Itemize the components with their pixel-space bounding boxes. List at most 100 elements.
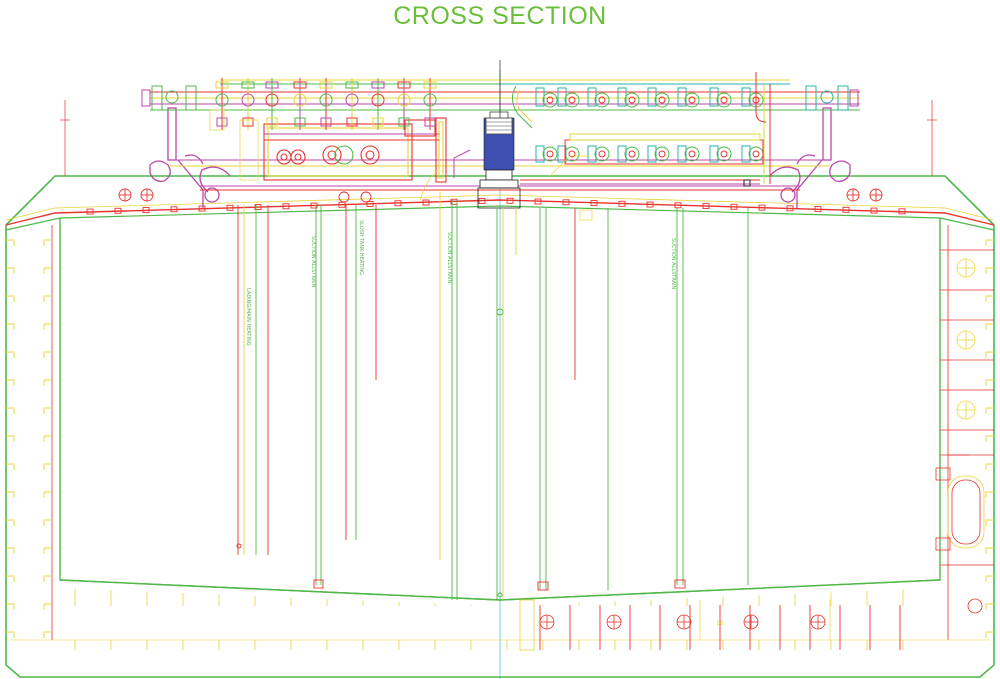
valve-icon	[684, 146, 700, 162]
valve-icon	[624, 92, 640, 108]
side-frame	[6, 351, 15, 358]
flange-icon	[741, 145, 751, 163]
left-valve-stacks	[215, 78, 437, 130]
side-frame	[6, 323, 15, 330]
flange-icon	[646, 201, 654, 208]
side-frame	[43, 239, 52, 246]
valve-icon	[290, 149, 306, 165]
valve-icon	[397, 93, 411, 107]
side-frame	[43, 323, 52, 330]
flange-icon	[617, 87, 627, 107]
flange-icon	[535, 145, 545, 163]
flange-icon	[534, 198, 542, 205]
valve-icon	[594, 92, 610, 108]
flange-icon	[709, 87, 719, 107]
side-frames	[6, 239, 994, 638]
flange-icon	[310, 202, 318, 209]
side-frame	[43, 351, 52, 358]
flange-icon	[677, 145, 687, 163]
side-frame	[6, 407, 15, 414]
flange-icon	[702, 203, 710, 210]
flange-icon	[170, 206, 178, 213]
flange-icon	[215, 81, 229, 89]
valve-icon	[568, 150, 576, 158]
valve-icon	[345, 93, 359, 107]
flange-icon	[741, 87, 751, 107]
flange-icon	[590, 200, 598, 206]
double-bottom	[59, 579, 941, 601]
flange-icon	[265, 81, 279, 89]
manhole-icon	[676, 614, 692, 630]
flange-icon	[587, 145, 597, 163]
valve-icon	[720, 150, 728, 158]
valve-icon	[688, 96, 696, 104]
flange-icon	[557, 145, 567, 163]
right-side-tanks	[935, 249, 994, 614]
valve-icon	[546, 96, 554, 104]
pipe-rack-supports	[149, 107, 851, 208]
side-frame	[985, 435, 994, 442]
flange-icon	[216, 117, 228, 127]
side-frame	[6, 463, 15, 470]
valve-icon	[658, 96, 666, 104]
manhole-icon	[956, 400, 976, 420]
flange-icon	[294, 117, 306, 127]
flange-icon	[293, 81, 307, 89]
flange-icon	[647, 145, 657, 163]
side-frame	[43, 547, 52, 554]
side-frame	[6, 603, 15, 610]
valve-icon	[265, 93, 279, 107]
side-frame	[6, 239, 15, 246]
pipe-label: SUCTION ALLSTRAIN	[670, 238, 676, 290]
side-frame	[985, 547, 994, 554]
side-frame	[43, 631, 52, 638]
right-valve-row-bottom	[535, 145, 764, 163]
flange-icon	[346, 117, 358, 127]
side-frame	[43, 463, 52, 470]
flange-icon	[562, 199, 570, 206]
tank-down-pipes	[236, 190, 749, 600]
flange-icon	[345, 81, 359, 89]
side-frame	[43, 295, 52, 302]
valve-icon	[564, 92, 580, 108]
flange-icon	[338, 201, 346, 208]
flange-icon	[535, 87, 545, 107]
side-frame	[985, 575, 994, 582]
flange-icon	[842, 206, 850, 213]
side-frame	[985, 603, 994, 610]
side-frame	[6, 295, 15, 302]
side-frame	[43, 435, 52, 442]
deck-line	[5, 194, 995, 231]
valve-icon	[276, 149, 292, 165]
flange-icon	[198, 205, 206, 212]
side-frame	[6, 491, 15, 498]
side-frame	[985, 407, 994, 414]
valve-icon	[720, 96, 728, 104]
side-frame	[43, 407, 52, 414]
flange-icon	[394, 200, 402, 207]
side-frame	[6, 519, 15, 526]
valve-icon	[215, 93, 229, 107]
side-frame	[43, 575, 52, 582]
side-frame	[985, 351, 994, 358]
right-valve-row-top	[535, 87, 764, 108]
side-frame	[6, 435, 15, 442]
manhole-icon	[810, 614, 826, 630]
side-frame	[6, 575, 15, 582]
misc-details	[209, 109, 831, 640]
manhole-icon	[539, 614, 555, 630]
side-frame	[985, 379, 994, 386]
bottom-manholes	[519, 599, 826, 651]
flange-icon	[709, 145, 719, 163]
side-frame	[985, 491, 994, 498]
flange-icon	[587, 87, 597, 107]
side-frame	[6, 379, 15, 386]
valve-icon	[542, 92, 558, 108]
deck-flanges	[86, 197, 906, 215]
side-frame	[985, 323, 994, 330]
flange-icon	[254, 204, 262, 210]
side-frame	[985, 267, 994, 274]
valve-icon	[628, 96, 636, 104]
valve-icon	[748, 146, 764, 162]
